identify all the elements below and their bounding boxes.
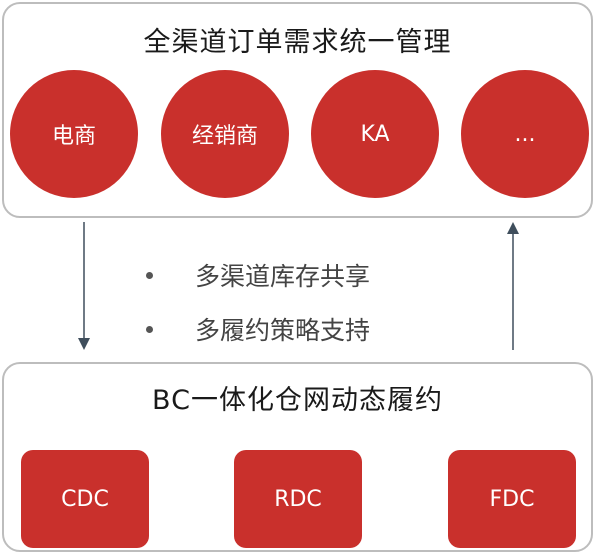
- bullet-dot-icon: [146, 325, 153, 333]
- down-arrow-icon: [78, 222, 90, 350]
- list-item: 多履约策略支持: [140, 302, 370, 356]
- fulfillment-title: BC一体化仓网动态履约: [152, 385, 443, 416]
- channel-management-panel: 全渠道订单需求统一管理 电商 经销商 KA ...: [2, 2, 593, 218]
- channel-circle-more: ...: [461, 70, 589, 198]
- channel-circle-ka: KA: [311, 70, 439, 198]
- channel-circle-distributor: 经销商: [161, 70, 289, 198]
- capability-label: 多履约策略支持: [195, 316, 371, 345]
- channel-circle-ecommerce: 电商: [10, 70, 138, 198]
- up-arrow-icon: [507, 222, 519, 350]
- capability-list: 多渠道库存共享 多履约策略支持: [140, 248, 370, 356]
- bullet-dot-icon: [146, 271, 153, 279]
- fulfillment-panel: BC一体化仓网动态履约 CDC RDC FDC: [2, 362, 593, 552]
- channel-management-title: 全渠道订单需求统一管理: [143, 27, 452, 58]
- list-item: 多渠道库存共享: [140, 248, 370, 302]
- warehouse-box-cdc: CDC: [21, 450, 149, 548]
- warehouse-box-fdc: FDC: [448, 450, 576, 548]
- warehouse-box-rdc: RDC: [234, 450, 362, 548]
- capability-label: 多渠道库存共享: [195, 262, 371, 291]
